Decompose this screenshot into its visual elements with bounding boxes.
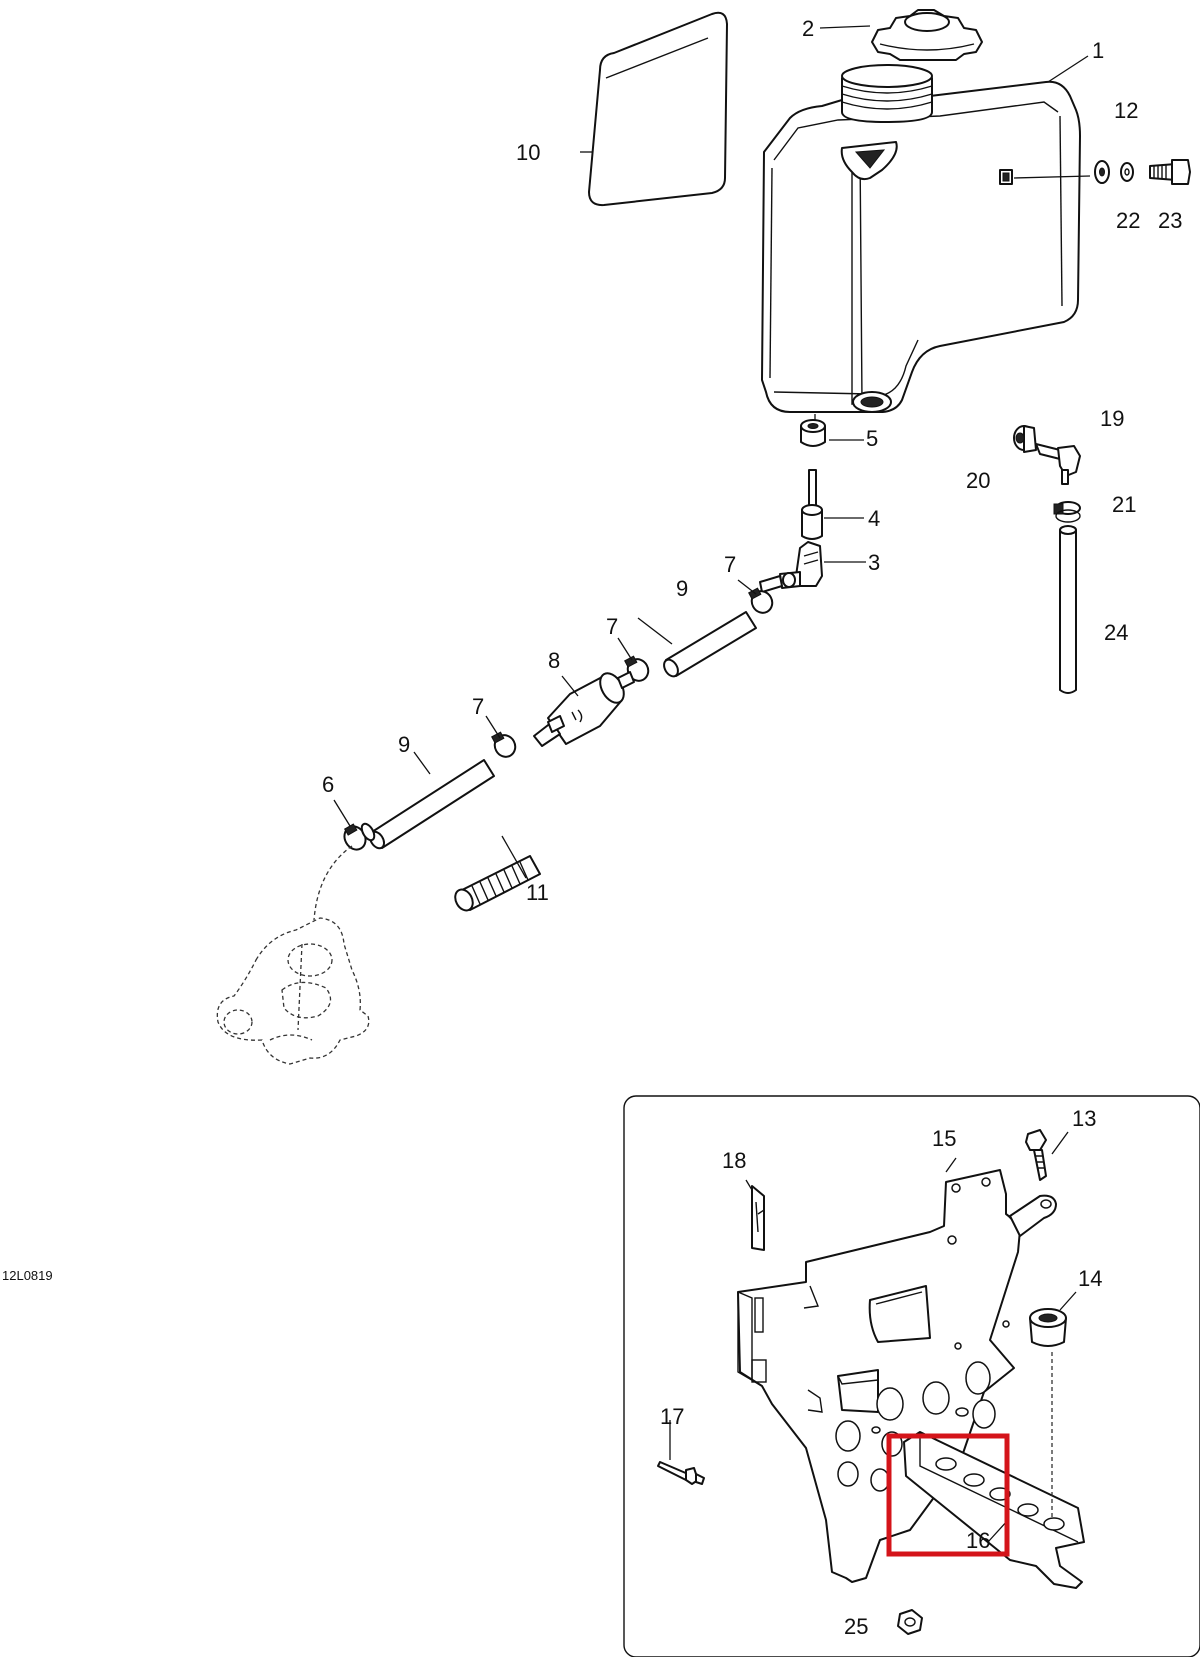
part-8-inline-filter: [533, 671, 635, 747]
part-9-hose-upper: [663, 611, 757, 678]
callout-4: 4: [868, 506, 880, 531]
part-16-strap-plate: [903, 1431, 1085, 1589]
callout-11: 11: [526, 880, 549, 905]
callout-23: 23: [1158, 208, 1182, 233]
callout-16: 16: [966, 1528, 990, 1553]
part-22-washer: [1120, 162, 1134, 182]
part-19-elbow: [1035, 443, 1081, 485]
callout-22: 22: [1116, 208, 1140, 233]
callout-10: 10: [516, 140, 540, 165]
figure-code: 12L0819: [2, 1268, 53, 1283]
part-12-grommet: [1094, 160, 1110, 184]
part-5-grommet: [800, 419, 826, 447]
callout-2: 2: [802, 16, 814, 41]
callout-7-lower: 7: [472, 694, 484, 719]
callout-13: 13: [1072, 1106, 1096, 1131]
part-20-grommet: [1013, 425, 1037, 453]
part-3-elbow-fitting: [779, 541, 823, 589]
part-6-clamp: [343, 822, 376, 851]
oil-pump-phantom: [216, 917, 370, 1065]
callout-5: 5: [866, 426, 878, 451]
callout-12: 12: [1114, 98, 1138, 123]
callout-labels: 1 2 3 4 5 6 7 7 7 8 9 9 10 11 12 13 14 1…: [322, 16, 1182, 1639]
callout-6: 6: [322, 772, 334, 797]
part-7-clamp-upper: [748, 587, 774, 614]
part-4-connector: [801, 469, 823, 540]
callout-20: 20: [966, 468, 990, 493]
part-1-oil-tank: [761, 64, 1081, 413]
part-10-gasket: [588, 11, 728, 207]
callout-3: 3: [868, 550, 880, 575]
part-2-filler-cap: [871, 9, 983, 61]
part-24-vent-hose: [1059, 525, 1077, 694]
part-14-grommet: [1029, 1308, 1067, 1520]
inset-frame: [623, 1095, 1200, 1657]
part-9-hose-lower: [368, 759, 495, 850]
callout-15: 15: [932, 1126, 956, 1151]
callout-21: 21: [1112, 492, 1136, 517]
part-7-clamp-lower: [491, 731, 517, 758]
part-21-clamp: [1053, 501, 1081, 523]
callout-19: 19: [1100, 406, 1124, 431]
part-17-rivet: [657, 1461, 705, 1485]
part-13-screw: [1025, 1129, 1047, 1181]
callout-17: 17: [660, 1404, 684, 1429]
part-18-tie-clip: [751, 1185, 765, 1251]
part-25-nut: [897, 1609, 923, 1635]
callout-9-lower: 9: [398, 732, 410, 757]
callout-1: 1: [1092, 38, 1104, 63]
callout-24: 24: [1104, 620, 1128, 645]
part-7-clamp-middle: [624, 655, 650, 682]
routing-line: [313, 845, 353, 921]
callout-18: 18: [722, 1148, 746, 1173]
callout-25: 25: [844, 1614, 868, 1639]
part-23-screw: [1149, 159, 1191, 185]
filter-barb: [547, 715, 565, 733]
callout-14: 14: [1078, 1266, 1102, 1291]
part-15-support-bracket: [737, 1169, 1057, 1583]
callout-8: 8: [548, 648, 560, 673]
callout-7-middle: 7: [606, 614, 618, 639]
callout-9-upper: 9: [676, 576, 688, 601]
hose-barb: [759, 575, 783, 593]
highlight-box: [886, 1433, 1010, 1557]
callout-7-upper: 7: [724, 552, 736, 577]
